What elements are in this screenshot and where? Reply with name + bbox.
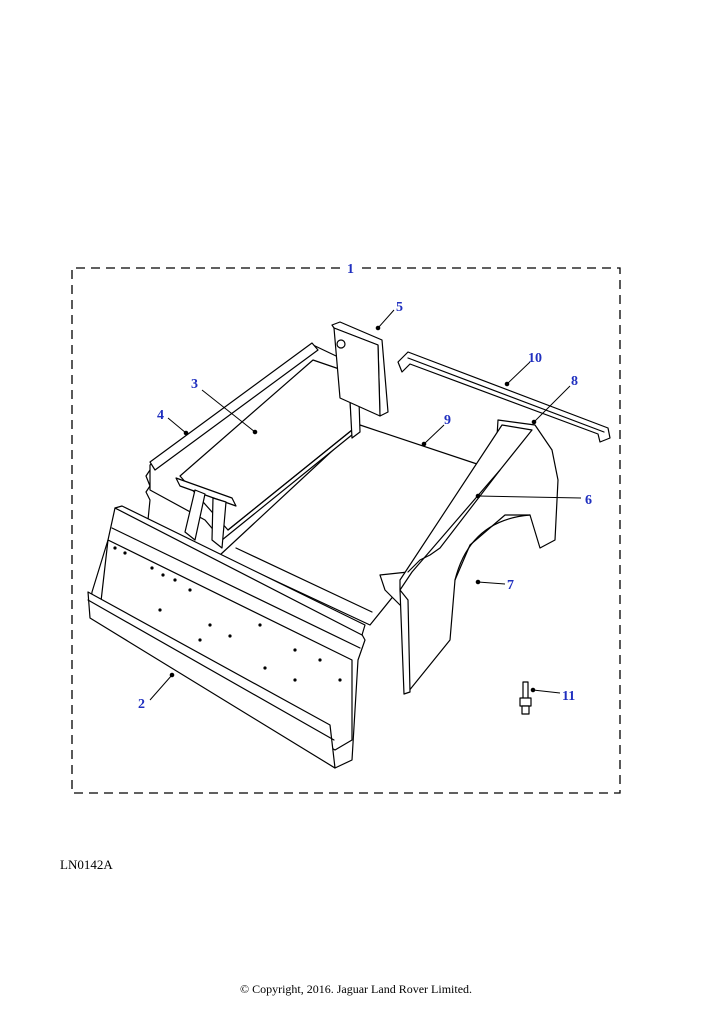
callout-2: 2 <box>138 697 145 712</box>
callout-1: 1 <box>347 262 354 277</box>
callout-9: 9 <box>444 413 451 428</box>
rivet <box>519 681 532 715</box>
kit-boundary <box>71 267 621 794</box>
support-bracket <box>331 321 389 417</box>
callout-10: 10 <box>528 351 542 366</box>
copyright-notice: © Copyright, 2016. Jaguar Land Rover Lim… <box>239 982 473 996</box>
leader-lines <box>149 309 582 701</box>
floor-panel <box>219 424 496 626</box>
diagram-code: LN0142A <box>60 857 113 872</box>
right-side-panel <box>379 419 559 695</box>
callout-5: 5 <box>396 300 403 315</box>
callout-7: 7 <box>507 578 514 593</box>
callout-8: 8 <box>571 374 578 389</box>
callout-3: 3 <box>191 377 198 392</box>
callout-4: 4 <box>157 408 164 423</box>
front-panel <box>87 505 366 769</box>
callout-6: 6 <box>585 493 592 508</box>
callout-11: 11 <box>562 689 575 704</box>
top-capping-rail <box>397 351 611 443</box>
rivet-holes <box>113 546 342 682</box>
callout-labels: 1 2 3 4 5 6 7 8 9 10 11 <box>138 262 592 712</box>
